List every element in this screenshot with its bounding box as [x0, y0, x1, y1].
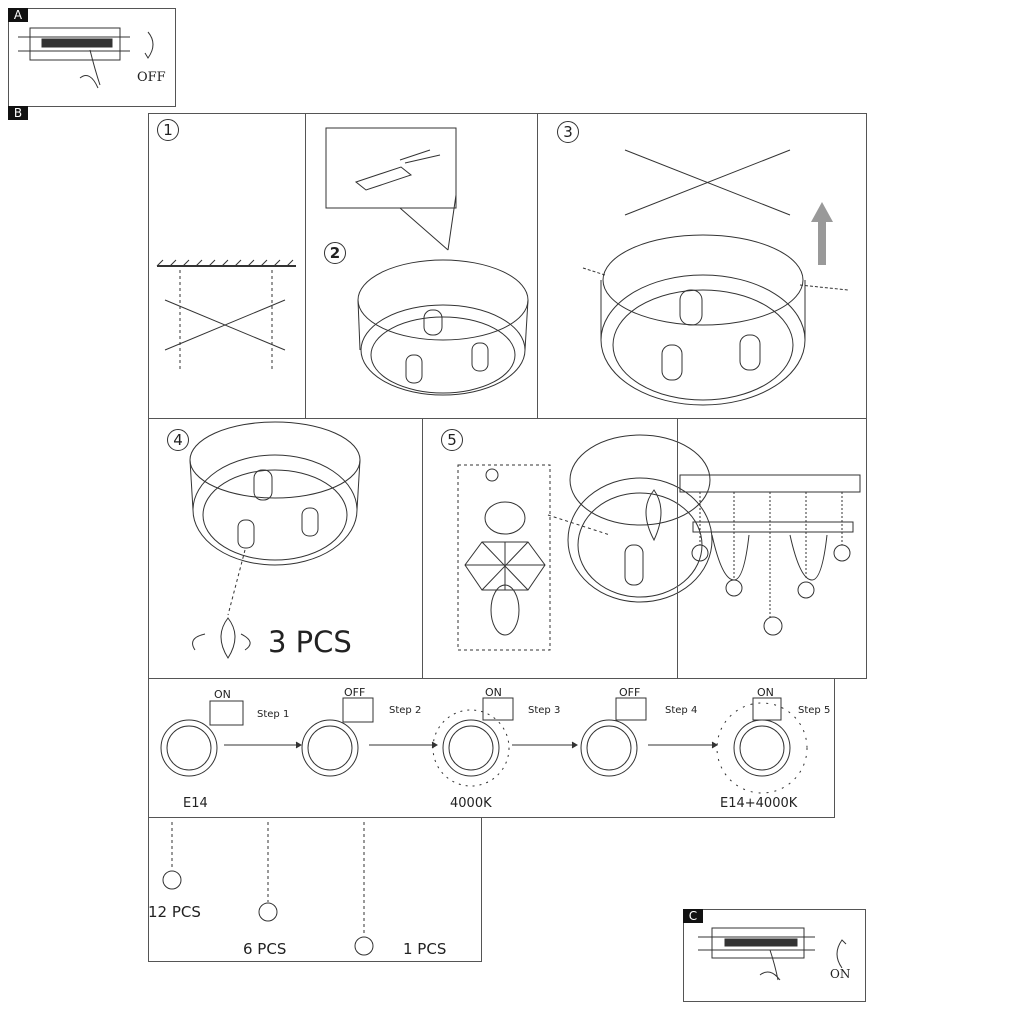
panel-a-power-off: [8, 8, 176, 107]
switch-state-2: OFF: [344, 686, 366, 699]
step-number-2: 2: [324, 242, 346, 264]
mode-4000k: 4000K: [450, 796, 492, 811]
wiring-lamp-illustration: [325, 127, 529, 396]
mount-lamp-illustration: [582, 149, 849, 406]
label-b: B: [8, 106, 28, 120]
step-label-2: Step 2: [389, 705, 422, 716]
mode-combined: E14+4000K: [720, 796, 798, 811]
mode-e14: E14: [183, 796, 208, 811]
step-number-4: 4: [167, 429, 189, 451]
step-label-4: Step 4: [665, 705, 698, 716]
step-label-3: Step 3: [528, 705, 561, 716]
off-text: OFF: [137, 70, 166, 85]
switch-state-3: ON: [485, 686, 502, 699]
crystal-assembly-illustration: [457, 434, 713, 651]
panel-c-power-on: [683, 909, 866, 1002]
breaker-off-illustration: [18, 27, 154, 89]
pendant-qty-1: 1 PCS: [403, 940, 447, 958]
switch-state-5: ON: [757, 686, 774, 699]
step-2-panel: [305, 113, 538, 419]
ceiling-bracket-illustration: [156, 259, 296, 370]
install-bulbs-illustration: [189, 421, 361, 659]
crystal-side-view-illustration: [679, 474, 861, 636]
step-label-1: Step 1: [257, 709, 290, 720]
switch-state-4: OFF: [619, 686, 641, 699]
pendant-qty-6: 6 PCS: [243, 940, 287, 958]
step-number-1: 1: [157, 119, 179, 141]
switch-state-1: ON: [214, 688, 231, 701]
sequence-lamps: [160, 697, 808, 794]
pendant-panel: [148, 817, 482, 962]
label-a: A: [8, 8, 28, 22]
on-text: ON: [830, 967, 851, 981]
pendant-chains: [162, 822, 374, 956]
step-5-panel: [422, 418, 678, 679]
step-label-5: Step 5: [798, 705, 831, 716]
label-c: C: [683, 909, 703, 923]
breaker-on-illustration: [698, 927, 847, 981]
step-number-5: 5: [441, 429, 463, 451]
pendant-qty-12: 12 PCS: [148, 903, 201, 921]
light-mode-sequence: [148, 678, 835, 818]
bulb-quantity: 3 PCS: [268, 625, 352, 659]
step-number-3: 3: [557, 121, 579, 143]
